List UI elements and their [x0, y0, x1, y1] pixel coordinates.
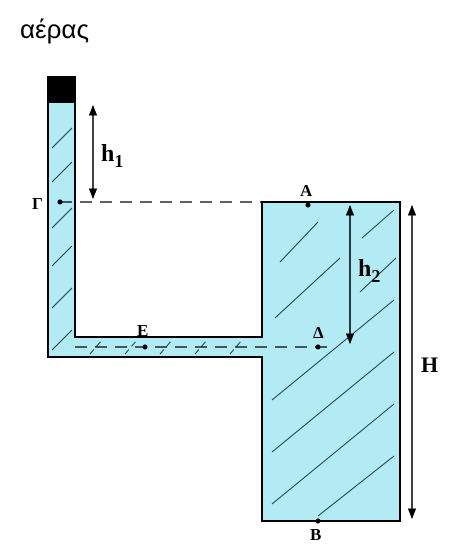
tube-hatching [51, 127, 73, 351]
point-a-dot [305, 202, 311, 208]
point-e-dot [142, 344, 148, 350]
point-e-label: Ε [137, 321, 148, 340]
height-label: Η [421, 352, 438, 377]
air-label: αέρας [20, 14, 89, 44]
point-b-label: Β [310, 525, 321, 544]
point-a-label: Α [300, 181, 313, 200]
liquid-body [47, 101, 401, 522]
tank-hatching [271, 209, 397, 517]
point-gamma-label: Γ [32, 194, 43, 213]
h1-label-sub: 1 [114, 151, 123, 171]
channel-hatching [89, 339, 243, 355]
h2-label: h2 [358, 256, 380, 286]
point-gamma-dot [57, 199, 63, 205]
h1-label: h1 [101, 141, 123, 171]
point-delta-label: Δ [313, 323, 324, 342]
h2-label-main: h [358, 256, 371, 282]
point-delta-dot [315, 344, 321, 350]
h1-label-main: h [101, 141, 114, 167]
h2-label-sub: 2 [371, 266, 380, 286]
point-b-dot [315, 518, 321, 524]
air-piston [49, 76, 74, 102]
